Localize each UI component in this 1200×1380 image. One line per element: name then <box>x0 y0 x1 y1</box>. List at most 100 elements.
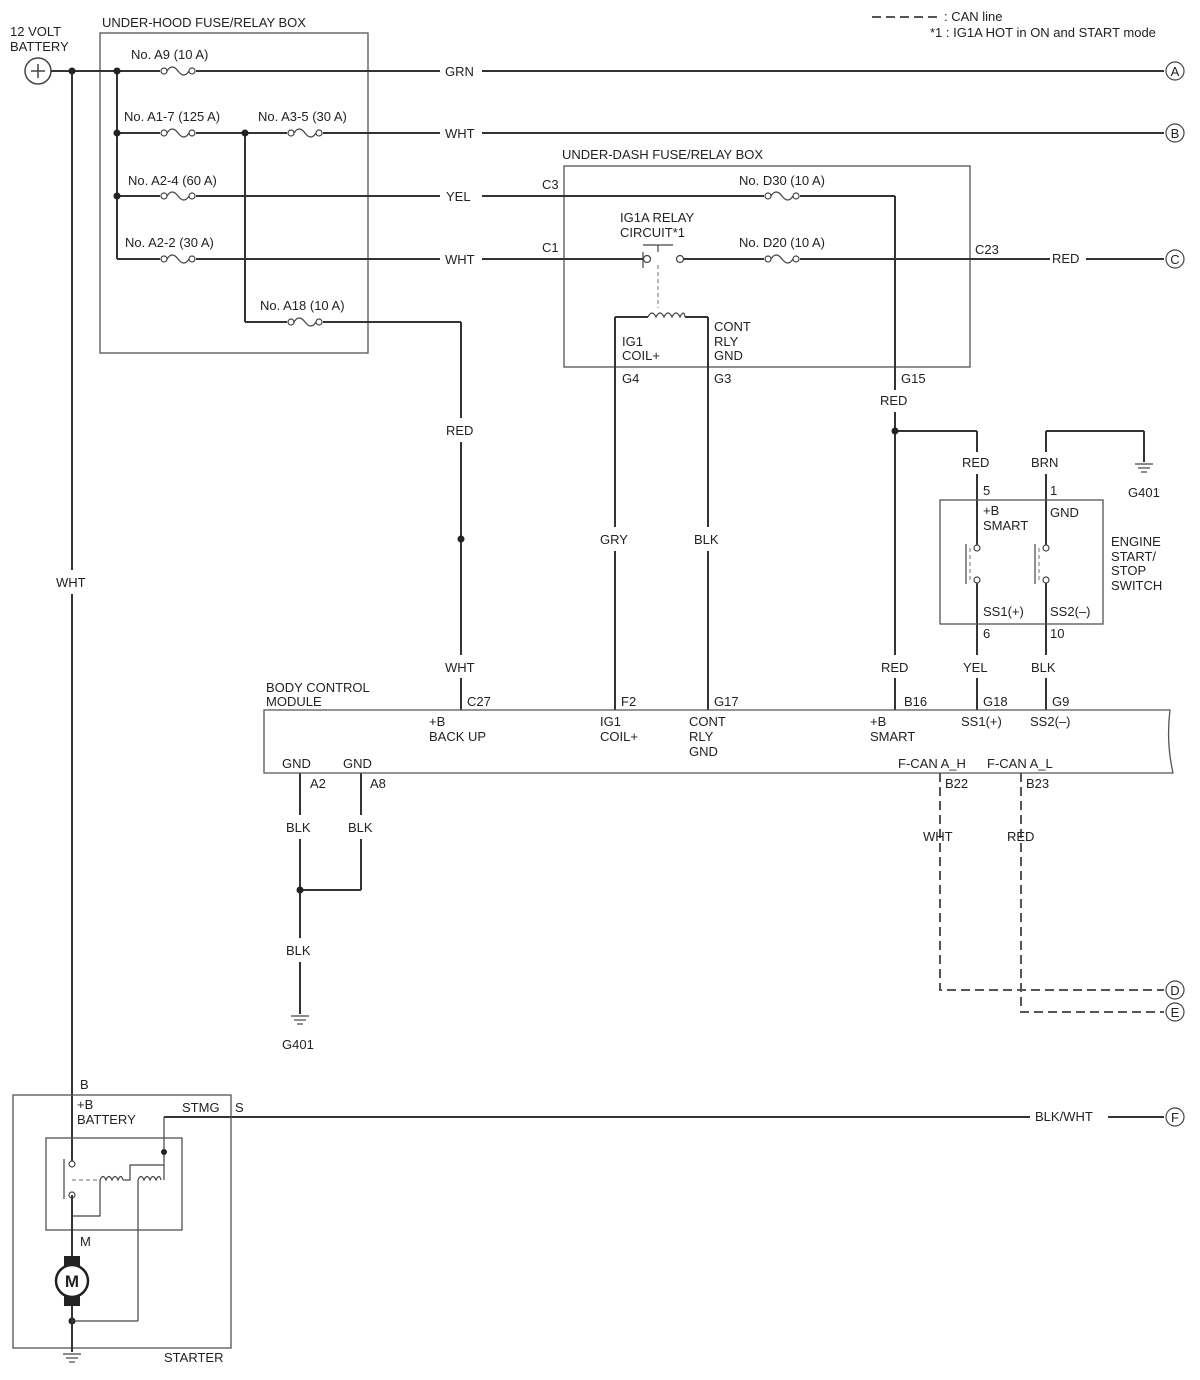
starter-solenoid-box <box>45 1137 183 1231</box>
starter-battery-line1: +B <box>77 1097 93 1112</box>
conn-g3: G3 <box>714 371 731 386</box>
fuse-a9-icon <box>160 66 196 76</box>
under-hood-box-title: UNDER-HOOD FUSE/RELAY BOX <box>102 15 306 30</box>
fuse-d30-icon <box>764 191 800 201</box>
bcm-pin-c27: C27 <box>467 694 491 709</box>
connector-f: F <box>1165 1107 1185 1127</box>
fuse-a18-label: No. A18 (10 A) <box>260 298 345 313</box>
wire-label-wht-c1: WHT <box>445 252 475 267</box>
switch-ss1: SS1(+) <box>983 604 1024 619</box>
fuse-a3-5-icon <box>287 128 323 138</box>
bcm-gnd-2: GND <box>343 756 372 771</box>
relay-label-line2: CIRCUIT*1 <box>620 225 685 240</box>
fuse-d20-icon <box>764 254 800 264</box>
wire-label-gry: GRY <box>600 532 628 547</box>
wire-label-red-a18: RED <box>446 423 473 438</box>
switch-pin-1: 1 <box>1050 483 1057 498</box>
bcm-fcan-l: F-CAN A_L <box>987 756 1053 771</box>
bcm-ig1-line1: IG1 <box>600 714 621 729</box>
starter-battery-line2: BATTERY <box>77 1112 136 1127</box>
starter-pin-m: M <box>80 1234 91 1249</box>
engine-start-stop-switch <box>939 499 1104 625</box>
connector-d: D <box>1165 980 1185 1000</box>
bcm-smart-line2: SMART <box>870 729 915 744</box>
switch-ground-icon <box>1135 463 1153 473</box>
fuse-a2-2-icon <box>160 254 196 264</box>
starter-box <box>12 1094 232 1349</box>
fuse-a9-label: No. A9 (10 A) <box>131 47 208 62</box>
bcm-pin-a8: A8 <box>370 776 386 791</box>
switch-ss2: SS2(–) <box>1050 604 1090 619</box>
starter-stmg: STMG <box>182 1100 220 1115</box>
bcm-title-line2: MODULE <box>266 694 322 709</box>
under-hood-fuse-relay-box <box>99 32 369 354</box>
can-line-legend: : CAN line <box>944 9 1003 24</box>
conn-c23: C23 <box>975 242 999 257</box>
fuse-a2-2-label: No. A2-2 (30 A) <box>125 235 214 250</box>
starter-ground-icon <box>63 1353 81 1363</box>
starter-pin-b: B <box>80 1077 89 1092</box>
svg-text:D: D <box>1170 983 1179 998</box>
svg-text:F: F <box>1171 1110 1179 1125</box>
starter-solenoid-icon <box>63 1117 167 1321</box>
bcm-gnd-1: GND <box>282 756 311 771</box>
switch-ground-label: G401 <box>1128 485 1160 500</box>
wire-label-wht-b: WHT <box>445 126 475 141</box>
bcm-ground-icon <box>291 1015 309 1025</box>
under-dash-fuse-relay-box <box>563 165 971 368</box>
wire-label-red-can: RED <box>1007 829 1034 844</box>
bcm-pin-b16: B16 <box>904 694 927 709</box>
wire-label-blk-a2: BLK <box>286 820 311 835</box>
wire-label-blk-g9: BLK <box>1031 660 1056 675</box>
can-wire-wht-d <box>939 773 1164 991</box>
switch-title-line3: STOP <box>1111 563 1146 578</box>
fuse-a18-icon <box>287 317 323 327</box>
switch-smart-line1: +B <box>983 503 999 518</box>
switch-pin-10: 10 <box>1050 626 1064 641</box>
bcm-pin-b22: B22 <box>945 776 968 791</box>
wire-label-red-b16: RED <box>881 660 908 675</box>
switch-gnd: GND <box>1050 505 1079 520</box>
bcm-ig1-line2: COIL+ <box>600 729 638 744</box>
bcm-smart-line1: +B <box>870 714 886 729</box>
wire-label-red-c: RED <box>1052 251 1079 266</box>
wire-label-wht-battery: WHT <box>56 575 86 590</box>
wire-label-red-g15: RED <box>880 393 907 408</box>
bcm-pin-g18: G18 <box>983 694 1008 709</box>
starter-pin-s: S <box>235 1100 244 1115</box>
bcm-pin-f2: F2 <box>621 694 636 709</box>
battery-icon <box>24 57 52 85</box>
footnote-1: *1 : IG1A HOT in ON and START mode <box>930 25 1156 40</box>
bcm-backup-line2: BACK UP <box>429 729 486 744</box>
wire-label-yel-g18: YEL <box>963 660 988 675</box>
body-control-module <box>263 709 1174 774</box>
bcm-ss2: SS2(–) <box>1030 714 1070 729</box>
fuse-d30-label: No. D30 (10 A) <box>739 173 825 188</box>
bcm-ground-label: G401 <box>282 1037 314 1052</box>
relay-cont-line1: CONT <box>714 319 751 334</box>
bcm-pin-a2: A2 <box>310 776 326 791</box>
wire-label-wht-c27: WHT <box>445 660 475 675</box>
bcm-fcan-h: F-CAN A_H <box>898 756 966 771</box>
bcm-pin-g9: G9 <box>1052 694 1069 709</box>
svg-text:C: C <box>1170 252 1179 267</box>
fuse-a2-4-icon <box>160 191 196 201</box>
bcm-ss1: SS1(+) <box>961 714 1002 729</box>
switch-pin-5: 5 <box>983 483 990 498</box>
conn-g4: G4 <box>622 371 639 386</box>
connector-b: B <box>1165 123 1185 143</box>
can-wire-red-e <box>1020 773 1164 1013</box>
wire-label-red-sw5: RED <box>962 455 989 470</box>
fuse-a1-7-icon <box>160 128 196 138</box>
wire-label-yel: YEL <box>446 189 471 204</box>
ig1a-relay-switch-icon <box>642 244 685 268</box>
battery-label-line1: 12 VOLT <box>10 24 61 39</box>
starter-title: STARTER <box>164 1350 223 1365</box>
relay-cont-line3: GND <box>714 348 743 363</box>
wire-label-brn: BRN <box>1031 455 1058 470</box>
fuse-d20-label: No. D20 (10 A) <box>739 235 825 250</box>
starter-motor-icon: M <box>54 1256 90 1306</box>
bcm-title-line1: BODY CONTROL <box>266 680 370 695</box>
fuse-a3-5-label: No. A3-5 (30 A) <box>258 109 347 124</box>
